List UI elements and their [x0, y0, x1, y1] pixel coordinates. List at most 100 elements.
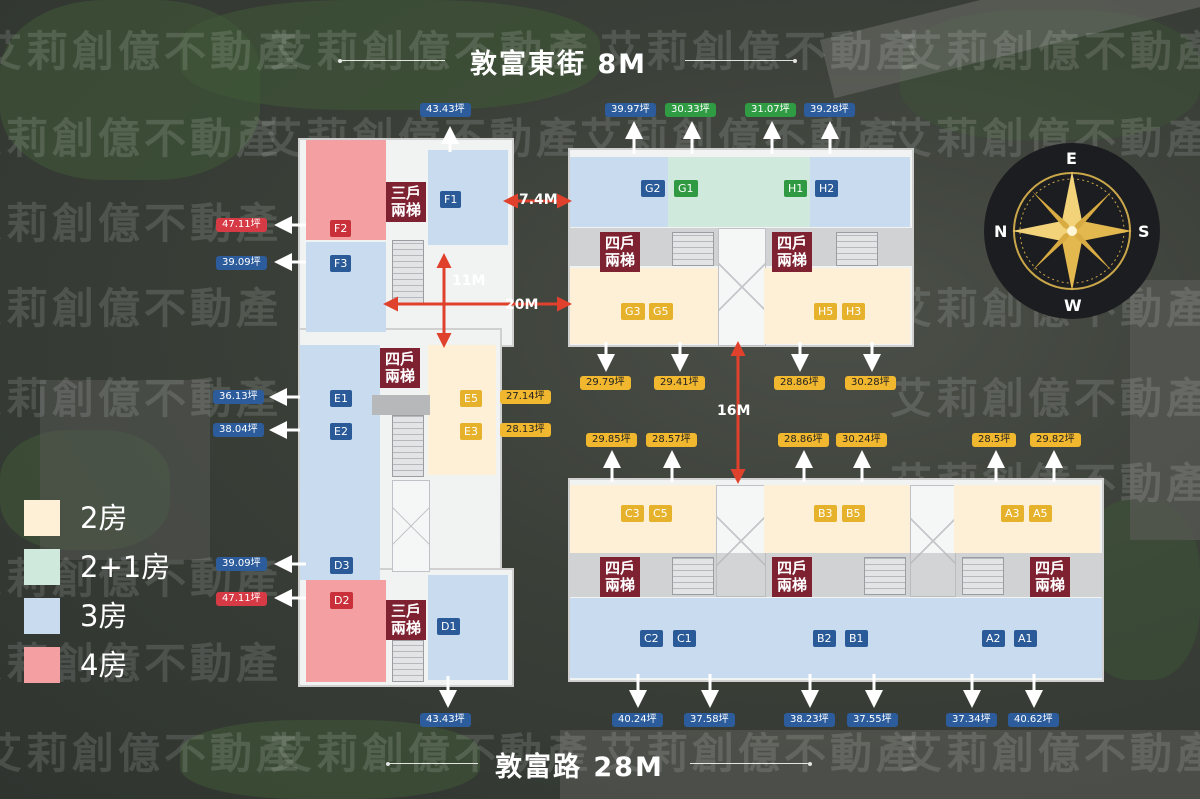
- unit-label-G5: G5: [649, 303, 673, 320]
- empty-lot: [1130, 280, 1200, 540]
- watermark-text: 艾莉創億不動產: [600, 729, 923, 778]
- stairwell: [392, 240, 424, 304]
- stairwell: [392, 415, 424, 477]
- elevator-core: [372, 395, 430, 415]
- unit-label-C3: C3: [621, 505, 644, 522]
- watermark-text: 艾莉創億不動產: [900, 27, 1200, 76]
- zone-2room: [954, 485, 1100, 553]
- unit-label-A3: A3: [1001, 505, 1024, 522]
- orientation-arrows: [269, 121, 1063, 708]
- unit-label-H3: H3: [842, 303, 866, 320]
- elevator-badge: 四戶 兩梯: [1030, 557, 1071, 597]
- area-pill-H2: 39.28坪: [804, 103, 855, 117]
- legend-label: 4房: [80, 648, 128, 682]
- area-pill-E3: 28.13坪: [500, 423, 551, 437]
- watermark-text: 艾莉創億不動產: [0, 27, 303, 76]
- unit-label-H1: H1: [784, 180, 808, 197]
- area-pill-E5: 27.14坪: [500, 390, 551, 404]
- legend-swatch: [24, 500, 60, 536]
- tree-cover: [180, 0, 600, 110]
- area-pill-F1: 43.43坪: [420, 103, 471, 117]
- distance-label-d4: 16M: [717, 403, 751, 419]
- unit-label-E1: E1: [330, 390, 352, 407]
- area-pill-G5: 29.41坪: [654, 376, 705, 390]
- legend-swatch: [24, 647, 60, 683]
- watermark-text: 艾莉創億不動產: [600, 27, 923, 76]
- stairwell: [864, 557, 906, 595]
- compass-west-label: W: [1064, 296, 1082, 315]
- area-pill-B3: 28.86坪: [778, 433, 829, 447]
- unit-label-E2: E2: [330, 423, 352, 440]
- unit-label-H5: H5: [814, 303, 838, 320]
- elevator-badge: 四戶 兩梯: [600, 557, 641, 597]
- unit-label-C5: C5: [649, 505, 672, 522]
- elevator-badge: 四戶 兩梯: [772, 557, 813, 597]
- unit-label-A2: A2: [982, 630, 1005, 647]
- legend-swatch: [24, 549, 60, 585]
- street-south-label: 敦富路 28M: [495, 752, 664, 783]
- area-pill-G2: 39.97坪: [605, 103, 656, 117]
- unit-label-G3: G3: [621, 303, 645, 320]
- corridor: [570, 553, 1102, 597]
- area-pill-C2: 40.24坪: [612, 713, 663, 727]
- distance-label-d2: 11M: [452, 273, 486, 289]
- unit-label-B3: B3: [814, 505, 837, 522]
- area-pill-H1: 31.07坪: [745, 103, 796, 117]
- light-well: [716, 485, 766, 597]
- area-pill-A3: 28.5坪: [972, 433, 1017, 447]
- elevator-badge: 四戶 兩梯: [600, 232, 641, 272]
- area-pill-G1: 30.33坪: [665, 103, 716, 117]
- watermark-text: 艾莉創億不動產: [0, 114, 283, 163]
- unit-label-D2: D2: [330, 592, 354, 609]
- watermark-text: 艾莉創億不動產: [270, 27, 593, 76]
- unit-label-F2: F2: [330, 220, 352, 237]
- area-pill-B1: 37.55坪: [847, 713, 898, 727]
- compass-south-label: S: [1138, 222, 1150, 241]
- unit-label-A1: A1: [1014, 630, 1037, 647]
- area-pill-H3: 30.28坪: [845, 376, 896, 390]
- area-pill-A2: 37.34坪: [946, 713, 997, 727]
- distance-label-d3: 20M: [505, 297, 539, 313]
- unit-label-G1: G1: [674, 180, 698, 197]
- street-line: [690, 761, 812, 766]
- unit-label-B2: B2: [813, 630, 836, 647]
- distance-lines: [383, 193, 746, 484]
- unit-label-A5: A5: [1029, 505, 1052, 522]
- unit-label-H2: H2: [815, 180, 839, 197]
- area-pill-D2: 47.11坪: [216, 592, 267, 606]
- neighbour-building: [40, 380, 210, 560]
- street-line: [386, 761, 478, 766]
- legend-label: 2+1房: [80, 550, 171, 584]
- stairwell: [962, 557, 1004, 595]
- elevator-badge: 四戶 兩梯: [380, 348, 421, 388]
- area-pill-A1: 40.62坪: [1008, 713, 1059, 727]
- area-pill-D3: 39.09坪: [216, 557, 267, 571]
- compass-east-label: E: [1066, 149, 1077, 168]
- unit-label-C2: C2: [640, 630, 663, 647]
- street-line: [338, 58, 445, 63]
- stairwell: [836, 232, 878, 266]
- watermark-text: 艾莉創億不動產: [0, 284, 283, 333]
- unit-label-B1: B1: [845, 630, 868, 647]
- zone-2room: [428, 345, 496, 475]
- area-pill-F2: 47.11坪: [216, 218, 267, 232]
- watermark-text: 艾莉創億不動產: [270, 729, 593, 778]
- compass-north-label: N: [994, 222, 1008, 241]
- road-surface: [560, 730, 1200, 799]
- legend-swatch: [24, 598, 60, 634]
- elevator-badge: 四戶 兩梯: [772, 232, 813, 272]
- stairwell: [392, 640, 424, 682]
- area-pill-B2: 38.23坪: [784, 713, 835, 727]
- area-pill-C1: 37.58坪: [684, 713, 735, 727]
- legend-label: 3房: [80, 599, 128, 633]
- area-pill-B5: 30.24坪: [836, 433, 887, 447]
- area-pill-G3: 29.79坪: [580, 376, 631, 390]
- street-line: [685, 58, 797, 63]
- light-well: [392, 480, 430, 572]
- zone-2room: [764, 485, 910, 553]
- elevator-badge: 三戶 兩梯: [386, 182, 427, 222]
- legend-label: 2房: [80, 501, 128, 535]
